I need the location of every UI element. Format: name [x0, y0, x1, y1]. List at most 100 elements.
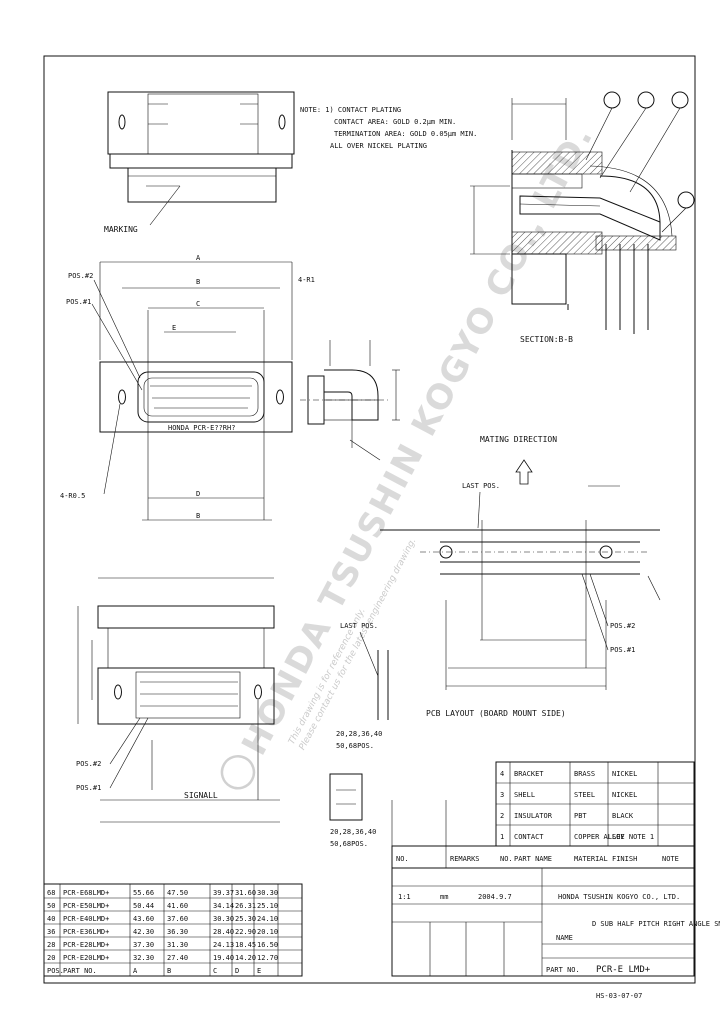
note-line-4: ALL OVER NICKEL PLATING: [330, 142, 427, 150]
dims-cell: 37.60: [167, 915, 188, 923]
marking-label: MARKING: [104, 225, 138, 234]
drawing-frame: [43, 55, 696, 984]
note-line-3: TERMINATION AREA: GOLD 0.05μm MIN.: [334, 130, 477, 138]
title-date: 2004.9.7: [478, 893, 512, 901]
hole-label-b: 4-R0.5: [60, 492, 85, 500]
dims-cell: 24.10: [257, 915, 278, 923]
footer-code: HS-03-07-07: [596, 992, 642, 1000]
dims-cell: 31.30: [167, 941, 188, 949]
dims-cell: 31.60: [235, 889, 256, 897]
title-unit: mm: [440, 893, 448, 901]
parts-header-cell: NOTE: [662, 855, 679, 863]
svg-text:D: D: [196, 490, 200, 498]
pcb-layout-title: PCB LAYOUT (BOARD MOUNT SIDE): [426, 709, 566, 718]
title-name: D SUB HALF PITCH RIGHT ANGLE SMT CONNECT…: [592, 920, 720, 928]
dims-cell: 14.20: [235, 954, 256, 962]
title-block: HONDA TSUSHIN KOGYO CO., LTD. 1:1 mm 200…: [391, 867, 720, 977]
front-view: HONDA PCR-E??RH? 4-R1 POS.#2 POS.#1 4-R0…: [60, 254, 315, 521]
dims-cell: PCR-E20LMD+: [63, 954, 109, 962]
parts-row-material: COPPER ALLOY: [574, 833, 625, 841]
dims-cell: 22.90: [235, 928, 256, 936]
dims-header-cell: D: [235, 967, 239, 975]
dims-cell: 20: [47, 954, 55, 962]
pcb-pos2: POS.#2: [610, 622, 635, 630]
parts-header-cell: PART NAME: [514, 855, 552, 863]
contact-count-a: 20,28,36,40: [336, 730, 382, 738]
dims-cell: 43.60: [133, 915, 154, 923]
title-scale: 1:1: [398, 893, 411, 901]
parts-row-finish: BLACK: [612, 812, 634, 820]
dims-cell: 39.37: [213, 889, 234, 897]
contact-detail: 20,28,36,40 50,68POS. 20,28,36,40 50,68P…: [329, 650, 389, 848]
parts-header-cell: FINISH: [612, 855, 637, 863]
parts-header-cell: REMARKS: [450, 855, 480, 863]
note-line-2: CONTACT AREA: GOLD 0.2μm MIN.: [334, 118, 456, 126]
contact-count-b: 50,68POS.: [336, 742, 374, 750]
dims-cell: 25.30: [235, 915, 256, 923]
dims-cell: 42.30: [133, 928, 154, 936]
dims-cell: 47.50: [167, 889, 188, 897]
dims-cell: 50.44: [133, 902, 154, 910]
dims-cell: 32.30: [133, 954, 154, 962]
parts-row-num: 3: [500, 791, 504, 799]
contact-count-c: 20,28,36,40: [330, 828, 376, 836]
title-part-label: PART NO.: [546, 966, 580, 974]
parts-row-name: BRACKET: [514, 770, 544, 778]
dims-cell: 12.70: [257, 954, 278, 962]
hole-label-a: 4-R1: [298, 276, 315, 284]
parts-header-cell: MATERIAL: [574, 855, 608, 863]
dims-cell: 34.14: [213, 902, 234, 910]
title-part-no: PCR-E LMD+: [596, 965, 651, 975]
parts-row-material: BRASS: [574, 770, 595, 778]
svg-text:C: C: [196, 300, 200, 308]
parts-row-material: STEEL: [574, 791, 595, 799]
mating-direction-label: MATING DIRECTION: [480, 435, 557, 444]
parts-row-finish: NICKEL: [612, 791, 637, 799]
dims-cell: PCR-E50LMD+: [63, 902, 109, 910]
svg-text:B: B: [196, 512, 200, 520]
dims-cell: 36.30: [167, 928, 188, 936]
parts-header-cell: NO.: [500, 855, 513, 863]
dims-header-cell: A: [133, 967, 138, 975]
dims-header-cell: B: [167, 967, 171, 975]
parts-header-cell: NO.: [396, 855, 409, 863]
dims-header-cell: E: [257, 967, 261, 975]
dims-header-cell: C: [213, 967, 217, 975]
dims-cell: 28.40: [213, 928, 234, 936]
parts-row-material: PBT: [574, 812, 587, 820]
mating-arrow-icon: [515, 459, 533, 485]
section-title: SECTION:B-B: [520, 335, 573, 344]
pcb-layout: LAST POS. POS.#2 POS.#1 PCB LAYOUT (BOAR…: [380, 482, 661, 718]
dims-cell: PCR-E36LMD+: [63, 928, 109, 936]
dims-cell: 18.45: [235, 941, 256, 949]
shell-label: SIGNALL: [184, 791, 218, 800]
svg-text:E: E: [172, 324, 176, 332]
dims-cell: 28: [47, 941, 55, 949]
parts-row-finish: NICKEL: [612, 770, 637, 778]
parts-row-name: SHELL: [514, 791, 535, 799]
parts-row-name: CONTACT: [514, 833, 544, 841]
dims-cell: 50: [47, 902, 55, 910]
pcb-last-pos: LAST POS.: [462, 482, 500, 490]
dims-cell: 30.30: [257, 889, 278, 897]
bottom-pos1: POS.#1: [76, 784, 101, 792]
dims-cell: 36: [47, 928, 55, 936]
dims-cell: PCR-E40LMD+: [63, 915, 109, 923]
parts-row-num: 4: [500, 770, 504, 778]
dims-cell: 55.66: [133, 889, 154, 897]
mating-direction: MATING DIRECTION: [480, 435, 557, 485]
bottom-view: SIGNALL POS.#2 POS.#1 LAST POS.: [76, 577, 379, 823]
section-view: SECTION:B-B: [470, 91, 695, 344]
dims-cell: 37.30: [133, 941, 154, 949]
dims-cell: 20.10: [257, 928, 278, 936]
svg-text:B: B: [196, 278, 200, 286]
contact-count-d: 50,68POS.: [330, 840, 368, 848]
dims-cell: PCR-E28LMD+: [63, 941, 109, 949]
notes-block: NOTE: 1) CONTACT PLATING CONTACT AREA: G…: [300, 106, 477, 150]
parts-row-name: INSULATOR: [514, 812, 553, 820]
svg-text:A: A: [196, 254, 201, 262]
company-seal-icon: [220, 755, 256, 790]
